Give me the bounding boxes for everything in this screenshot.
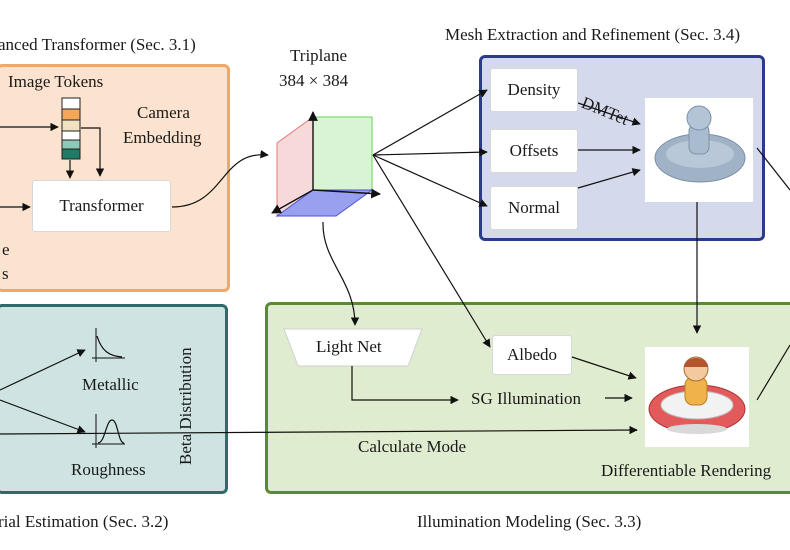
triplane-title: Triplane — [290, 46, 347, 65]
triplane-resolution: 384 × 384 — [279, 71, 349, 90]
albedo-node: Albedo — [492, 335, 572, 375]
rendered-boat-image — [648, 356, 746, 434]
roughness-label: Roughness — [71, 460, 146, 479]
mesh-thumbnail — [645, 98, 753, 202]
illumination-panel-caption: Illumination Modeling (Sec. 3.3) — [417, 512, 642, 531]
roughness-plot-icon — [92, 414, 125, 448]
offsets-node: Offsets — [490, 129, 578, 173]
camera-embedding-label-2: Embedding — [123, 128, 202, 147]
material-panel-caption: rial Estimation (Sec. 3.2) — [0, 512, 169, 531]
arrow-lightnet-to-sg — [351, 366, 459, 405]
arrow-render-out-right — [756, 344, 790, 401]
mesh-panel-caption: Mesh Extraction and Refinement (Sec. 3.4… — [445, 25, 741, 44]
light-net-shape — [283, 328, 423, 367]
metallic-label: Metallic — [82, 375, 139, 394]
differentiable-rendering-label: Differentiable Rendering — [601, 461, 772, 480]
arrow-triplane-to-offsets — [372, 148, 488, 157]
transformer-node: Transformer — [32, 180, 171, 232]
transformer-panel — [0, 64, 230, 292]
arrow-density-to-mesh — [577, 102, 641, 126]
left-cut-label-2: s — [2, 264, 9, 283]
sg-illumination-label: SG Illumination — [471, 389, 582, 408]
mesh-render-image — [654, 105, 746, 183]
arrow-mesh-out-right — [756, 147, 790, 191]
arrow-triplane-to-lightnet — [322, 221, 360, 326]
beta-distribution-label: Beta Distribution — [176, 347, 195, 465]
arrow-normal-to-mesh — [577, 168, 641, 189]
arrow-camera-to-transformer — [81, 127, 105, 177]
render-thumbnail — [645, 347, 749, 447]
arrow-transformer-to-triplane — [171, 150, 269, 208]
transformer-panel-caption: anced Transformer (Sec. 3.1) — [0, 35, 196, 54]
image-tokens-label: Image Tokens — [8, 72, 104, 91]
image-tokens-strip — [61, 97, 81, 160]
arrow-triplane-to-density — [372, 89, 488, 156]
arrow-to-roughness — [0, 399, 86, 434]
normal-node: Normal — [490, 186, 578, 230]
arrow-to-metallic — [0, 349, 86, 391]
arrow-albedo-to-render — [571, 356, 637, 380]
left-cut-label-1: e — [2, 240, 10, 259]
density-node: Density — [490, 68, 578, 112]
arrow-triplane-to-normal — [372, 154, 488, 207]
camera-embedding-label-1: Camera — [137, 103, 190, 122]
arrow-triplane-to-albedo — [372, 154, 491, 348]
light-net-label: Light Net — [316, 337, 382, 356]
metallic-plot-icon — [92, 328, 125, 362]
triplane-icon — [271, 111, 381, 217]
material-panel — [0, 304, 228, 494]
arrow-calculate-mode — [0, 425, 638, 435]
calculate-mode-label: Calculate Mode — [358, 437, 467, 456]
